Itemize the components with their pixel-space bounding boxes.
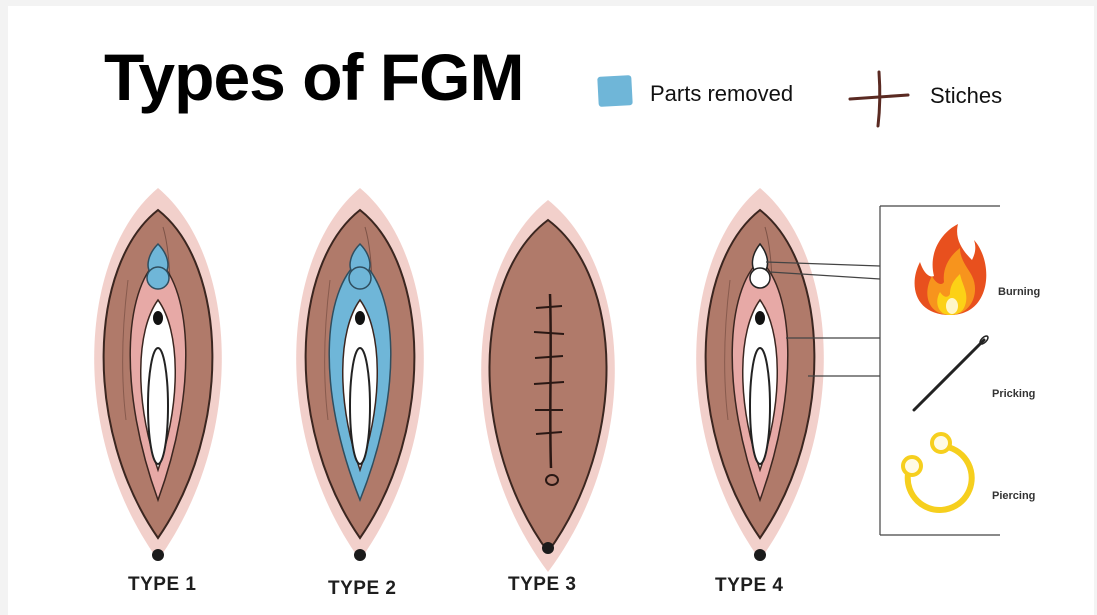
type2-diagram [296, 188, 424, 561]
type1-label: TYPE 1 [128, 574, 196, 596]
type4-label: TYPE 4 [715, 575, 783, 597]
type4-diagram [696, 188, 824, 561]
type3-diagram [481, 200, 615, 572]
pricking-label: Pricking [992, 388, 1035, 400]
type3-label: TYPE 3 [508, 574, 576, 596]
type1-diagram [94, 188, 222, 561]
ring-piercing-icon [903, 434, 972, 510]
type2-label: TYPE 2 [328, 578, 396, 600]
piercing-label: Piercing [992, 490, 1035, 502]
needle-icon [914, 335, 989, 410]
fire-icon [915, 224, 987, 315]
burning-label: Burning [998, 286, 1040, 298]
